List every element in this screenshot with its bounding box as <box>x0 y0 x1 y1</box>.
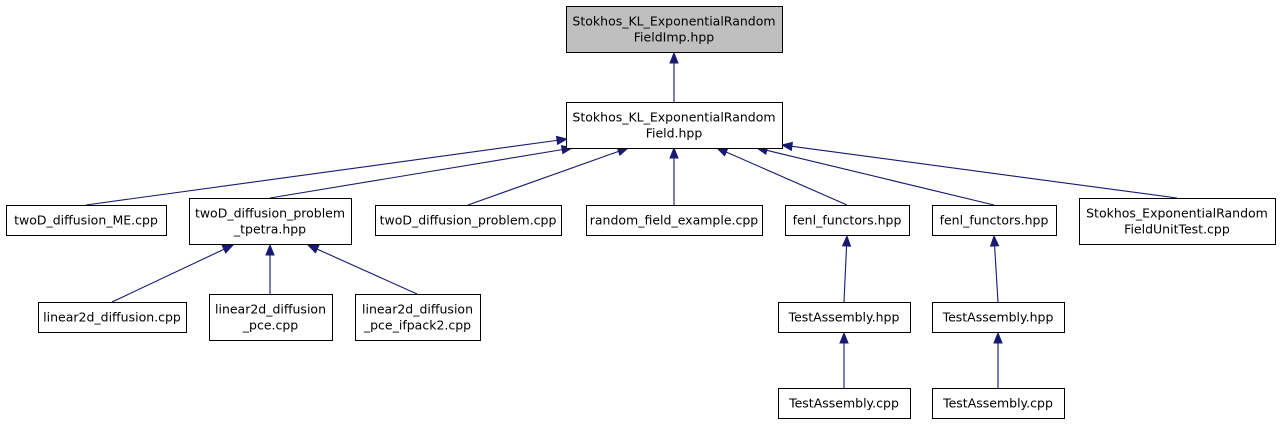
edge-n11-n3 <box>306 244 418 295</box>
file-node[interactable]: Stokhos_ExponentialRandomFieldUnitTest.c… <box>1079 198 1276 245</box>
node-label: TestAssembly.cpp <box>942 396 1053 411</box>
node-box <box>189 198 352 245</box>
edge-line <box>791 145 1178 199</box>
node-label: TestAssembly.hpp <box>942 310 1054 325</box>
node-label: linear2d_diffusion <box>362 302 473 317</box>
node-box <box>6 205 167 236</box>
edge-line <box>85 139 558 206</box>
node-label: _pce.cpp <box>242 318 299 333</box>
node-label: TestAssembly.hpp <box>788 310 900 325</box>
node-label: _tpetra.hpp <box>233 222 306 237</box>
arrowhead-icon <box>841 234 852 247</box>
edge-line <box>766 149 995 206</box>
arrowhead-icon <box>839 331 849 344</box>
node-label: random_field_example.cpp <box>590 213 759 228</box>
edge-n8-n1 <box>780 141 1178 199</box>
arrowhead-icon <box>555 135 569 146</box>
arrowhead-icon <box>669 146 679 159</box>
edge-n1-n0 <box>669 51 679 102</box>
edge-line <box>725 151 848 206</box>
arrowhead-icon <box>265 243 275 256</box>
edge-line <box>269 149 563 199</box>
node-label: TestAssembly.cpp <box>788 396 899 411</box>
edge-line <box>316 248 418 295</box>
node-label: linear2d_diffusion.cpp <box>43 310 181 325</box>
node-label: FieldImp.hpp <box>634 30 714 45</box>
node-label: twoD_diffusion_problem <box>195 206 345 221</box>
arrowhead-icon <box>989 234 1000 247</box>
edge-n7-n1 <box>755 145 995 206</box>
node-box <box>209 294 333 341</box>
arrowhead-icon <box>715 147 729 157</box>
arrowhead-icon <box>669 51 679 64</box>
node-box <box>932 388 1065 419</box>
file-node[interactable]: linear2d_diffusion.cpp <box>38 302 187 333</box>
edge-n5-n1 <box>669 146 679 205</box>
file-node[interactable]: twoD_diffusion_problem_tpetra.hpp <box>189 198 352 245</box>
file-node[interactable]: TestAssembly.cpp <box>778 388 911 419</box>
edge-n13-n7 <box>989 234 1000 303</box>
node-box <box>566 6 783 53</box>
file-node[interactable]: linear2d_diffusion_pce.cpp <box>209 294 333 341</box>
node-label: twoD_diffusion_problem.cpp <box>380 213 557 228</box>
arrowhead-icon <box>780 141 793 152</box>
node-box <box>785 205 910 236</box>
edge-line <box>843 245 848 303</box>
edge-line <box>994 245 999 303</box>
node-label: twoD_diffusion_ME.cpp <box>14 213 158 228</box>
edge-n12-n6 <box>841 234 852 303</box>
arrowhead-icon <box>221 244 235 254</box>
node-label: Stokhos_ExponentialRandom <box>1086 206 1268 221</box>
file-node[interactable]: TestAssembly.cpp <box>932 388 1065 419</box>
node-box <box>566 102 783 149</box>
edge-n15-n13 <box>993 331 1003 388</box>
node-label: Field.hpp <box>646 126 703 141</box>
node-box <box>355 294 481 341</box>
arrowhead-icon <box>993 331 1003 344</box>
node-label: _pce_ifpack2.cpp <box>363 318 471 333</box>
edge-n14-n12 <box>839 331 849 388</box>
file-node[interactable]: TestAssembly.hpp <box>778 302 911 333</box>
edge-n2-n1 <box>85 135 569 206</box>
edge-n3-n1 <box>269 145 574 199</box>
file-node[interactable]: TestAssembly.hpp <box>932 302 1065 333</box>
node-box <box>1079 198 1276 245</box>
node-label: fenl_functors.hpp <box>793 213 902 228</box>
file-node[interactable]: random_field_example.cpp <box>586 205 763 236</box>
edge-line <box>467 150 619 206</box>
node-box <box>778 388 911 419</box>
node-box <box>778 302 911 333</box>
edge-n4-n1 <box>467 147 630 206</box>
node-box <box>375 205 562 236</box>
arrowhead-icon <box>306 244 320 254</box>
edge-n9-n3 <box>111 244 235 303</box>
file-node[interactable]: twoD_diffusion_ME.cpp <box>6 205 167 236</box>
node-label: Stokhos_KL_ExponentialRandom <box>572 110 775 125</box>
edges-layer <box>85 51 1178 388</box>
edge-line <box>111 248 225 303</box>
file-node[interactable]: linear2d_diffusion_pce_ifpack2.cpp <box>355 294 481 341</box>
file-node[interactable]: fenl_functors.hpp <box>785 205 910 236</box>
node-label: Stokhos_KL_ExponentialRandom <box>572 14 775 29</box>
file-node[interactable]: twoD_diffusion_problem.cpp <box>375 205 562 236</box>
node-box <box>932 302 1065 333</box>
node-box <box>38 302 187 333</box>
file-node[interactable]: fenl_functors.hpp <box>932 205 1057 236</box>
edge-n6-n1 <box>715 147 848 206</box>
nodes-layer: Stokhos_KL_ExponentialRandomFieldImp.hpp… <box>6 6 1276 419</box>
node-label: FieldUnitTest.cpp <box>1124 222 1230 237</box>
node-label: linear2d_diffusion <box>215 302 326 317</box>
edge-n10-n3 <box>265 243 275 294</box>
node-box <box>586 205 763 236</box>
node-box <box>932 205 1057 236</box>
node-label: fenl_functors.hpp <box>940 213 1049 228</box>
